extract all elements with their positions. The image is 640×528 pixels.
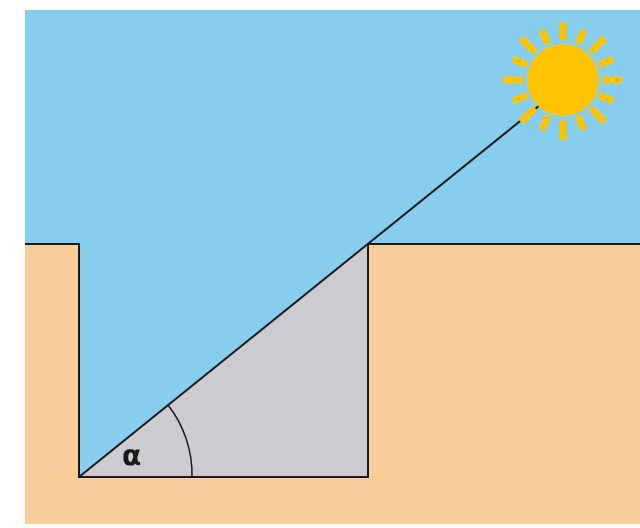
ground: [25, 244, 640, 524]
sun-ray: [78, 100, 546, 478]
sun-icon: [503, 22, 622, 140]
angle-arc: [167, 404, 193, 478]
angle-label: α: [122, 439, 141, 472]
sky: [25, 10, 640, 244]
ground-outline: [25, 243, 640, 478]
